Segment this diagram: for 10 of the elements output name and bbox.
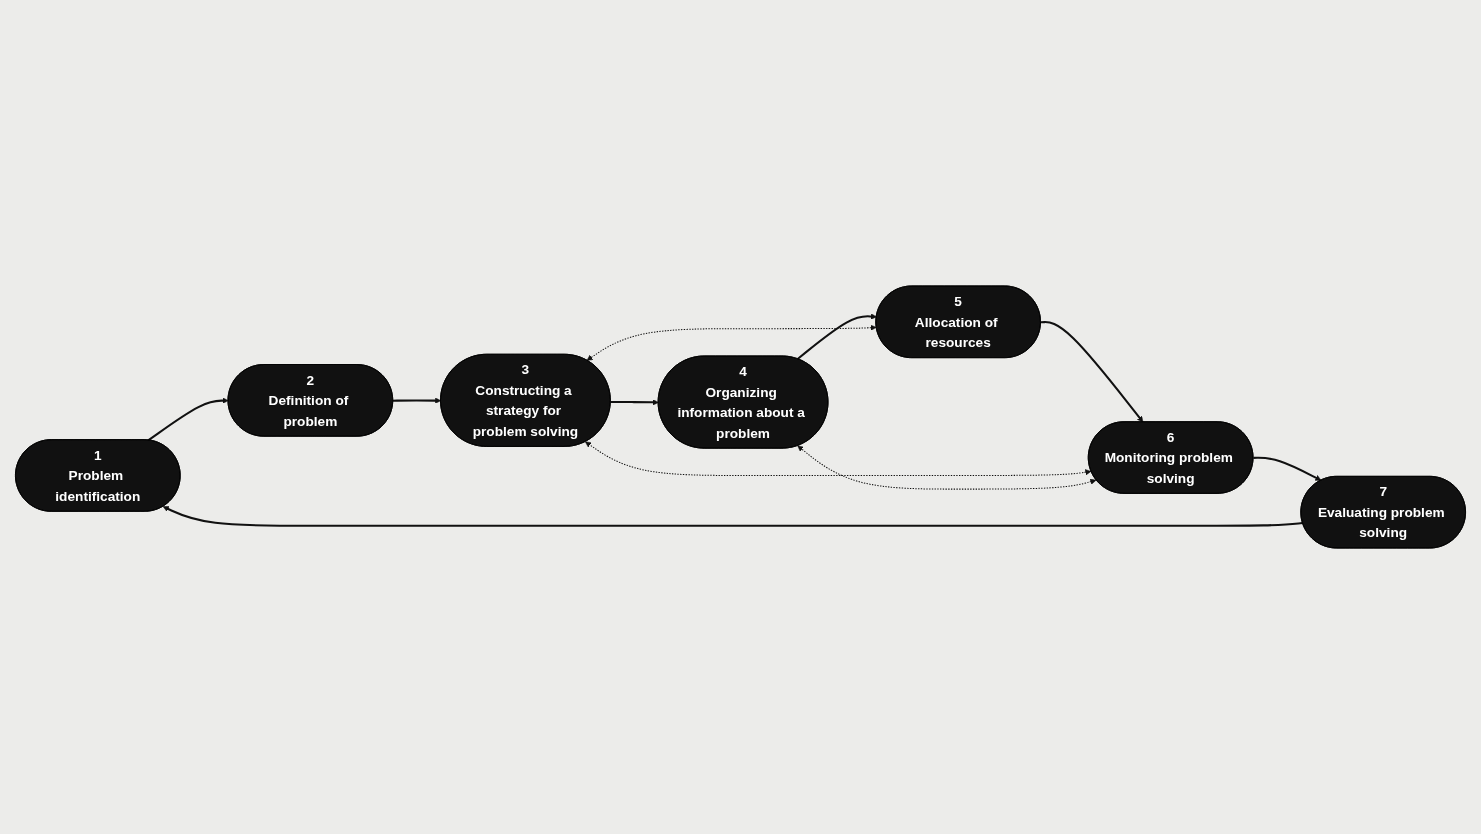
arrow: [585, 441, 1092, 476]
arrow: [162, 506, 1303, 527]
arrow: [797, 313, 877, 360]
arrow: [610, 399, 659, 406]
arrow: [1040, 321, 1144, 423]
arrow: [393, 397, 442, 404]
arrow: [1253, 456, 1322, 481]
arrow: [586, 324, 877, 361]
arrow: [147, 397, 229, 442]
arrow: [797, 445, 1097, 490]
